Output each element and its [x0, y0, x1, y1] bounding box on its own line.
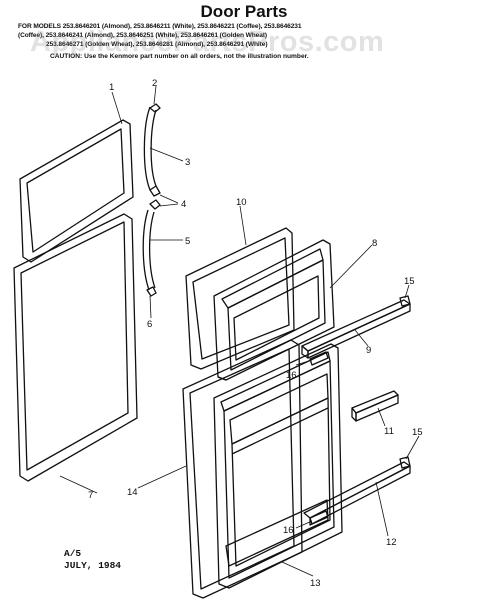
callout-9: 9: [366, 345, 371, 356]
model-line: (Coffee), 253.8646241 (Almond), 253.8646…: [18, 32, 267, 39]
caution-note: CAUTION: Use the Kenmore part number on …: [50, 53, 309, 60]
freezer-door-handle: [143, 103, 161, 210]
footer-date: JULY, 1984: [64, 560, 122, 571]
callout-labels: 1 2 3 4 5 6 7 8 9 10 11 12 13 14 15 15 1…: [88, 78, 423, 589]
freezer-door-panel: [213, 239, 335, 381]
door-bracket-lower: [309, 510, 329, 525]
callout-7: 7: [88, 490, 93, 501]
footer-code: A/5: [64, 548, 82, 559]
callout-15-upper: 15: [404, 276, 415, 287]
footer: A/5 JULY, 1984: [64, 548, 121, 572]
page-title: Door Parts: [200, 2, 288, 21]
callout-14: 14: [127, 487, 138, 498]
callout-15-lower: 15: [412, 427, 423, 438]
callout-10: 10: [236, 197, 247, 208]
freezer-door-liner: [185, 227, 295, 370]
freezer-door-gasket: [19, 119, 134, 263]
fresh-food-door-panel: [213, 343, 343, 589]
callout-13: 13: [310, 578, 321, 589]
model-line: FOR MODELS 253.8646201 (Almond), 253.864…: [18, 23, 302, 30]
callout-4: 4: [181, 199, 186, 210]
callout-11: 11: [384, 426, 394, 437]
fresh-food-door-handle: [142, 209, 157, 297]
dairy-shelf: [351, 390, 399, 422]
callout-8: 8: [372, 238, 377, 249]
model-list: FOR MODELS 253.8646201 (Almond), 253.864…: [18, 22, 480, 49]
callout-16-lower: 16: [283, 525, 294, 536]
model-line: 253.8646271 (Golden Wheat), 253.8646281 …: [46, 41, 268, 48]
callout-1: 1: [109, 82, 114, 93]
leader-lines: [59, 85, 420, 577]
callout-16-upper: 16: [286, 370, 297, 381]
callout-3: 3: [185, 157, 190, 168]
callout-6: 6: [147, 319, 152, 330]
callout-5: 5: [185, 236, 190, 247]
fresh-food-shelf-bar: [303, 456, 411, 526]
freezer-shelf-bar: [301, 295, 411, 359]
callout-2: 2: [152, 78, 157, 89]
callout-12: 12: [386, 537, 397, 548]
fresh-food-door-gasket: [13, 213, 138, 482]
door-bracket-upper: [309, 351, 329, 366]
